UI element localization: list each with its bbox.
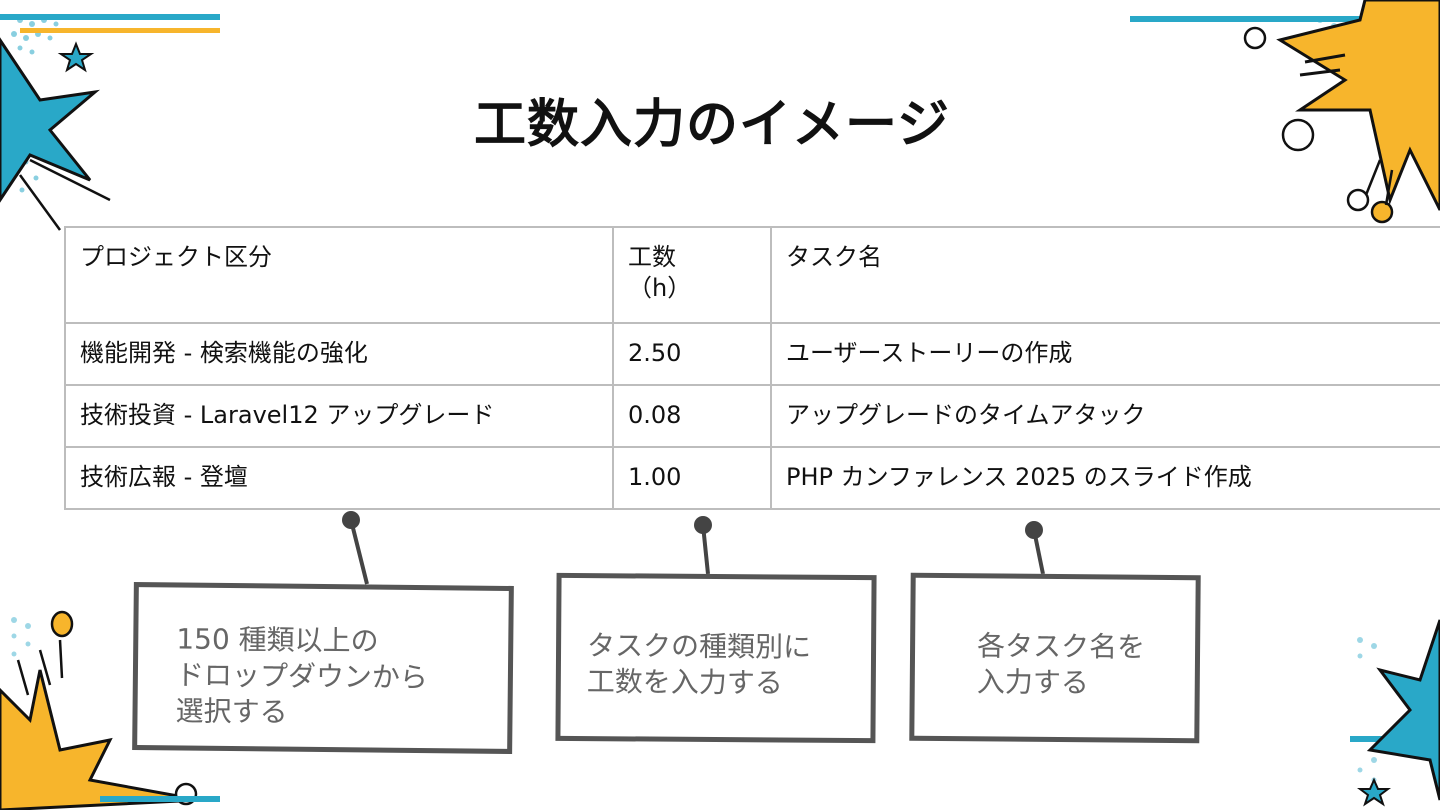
callout-line: タスクの種類別に <box>586 629 812 664</box>
table-row: 機能開発 - 検索機能の強化 2.50 ユーザーストーリーの作成 <box>64 322 1440 386</box>
callout-line: 150 種類以上の <box>176 622 379 658</box>
page-title: 工数入力のイメージ <box>474 95 950 155</box>
cell-project-category[interactable]: 機能開発 - 検索機能の強化 <box>64 322 614 386</box>
callout-connector-1 <box>342 511 369 585</box>
callout-hours: タスクの種類別に 工数を入力する <box>555 572 877 744</box>
header-task-name: タスク名 <box>770 226 1440 324</box>
header-project-category: プロジェクト区分 <box>64 226 614 324</box>
header-hours-unit: （h） <box>628 274 692 303</box>
work-hours-table: プロジェクト区分 工数 （h） タスク名 機能開発 - 検索機能の強化 2.50… <box>64 226 1440 510</box>
table-header-row: プロジェクト区分 工数 （h） タスク名 <box>64 226 1440 324</box>
table-row: 技術広報 - 登壇 1.00 PHP カンファレンス 2025 のスライド作成 <box>64 446 1440 510</box>
header-hours: 工数 （h） <box>612 226 772 324</box>
callout-line: 選択する <box>175 694 288 729</box>
cell-task-name[interactable]: アップグレードのタイムアタック <box>770 384 1440 448</box>
cell-task-name[interactable]: PHP カンファレンス 2025 のスライド作成 <box>770 446 1440 510</box>
callout-line: 入力する <box>976 665 1089 700</box>
cell-hours[interactable]: 2.50 <box>612 322 772 386</box>
cell-task-name[interactable]: ユーザーストーリーの作成 <box>770 322 1440 386</box>
callout-connector-2 <box>694 516 712 575</box>
cell-hours[interactable]: 0.08 <box>612 384 772 448</box>
header-hours-label: 工数 <box>628 243 676 271</box>
cell-project-category[interactable]: 技術広報 - 登壇 <box>64 446 614 510</box>
cell-hours[interactable]: 1.00 <box>612 446 772 510</box>
callout-project-category: 150 種類以上の ドロップダウンから 選択する <box>132 582 514 754</box>
callout-line: ドロップダウンから <box>175 658 429 695</box>
comic-burst-bottom-right-icon <box>1350 619 1440 807</box>
table-row: 技術投資 - Laravel12 アップグレード 0.08 アップグレードのタイ… <box>64 384 1440 448</box>
callout-task-name: 各タスク名を 入力する <box>909 572 1201 744</box>
callout-connector-3 <box>1025 521 1045 575</box>
cell-project-category[interactable]: 技術投資 - Laravel12 アップグレード <box>64 384 614 448</box>
callout-line: 工数を入力する <box>586 665 783 700</box>
callout-line: 各タスク名を <box>976 629 1146 664</box>
